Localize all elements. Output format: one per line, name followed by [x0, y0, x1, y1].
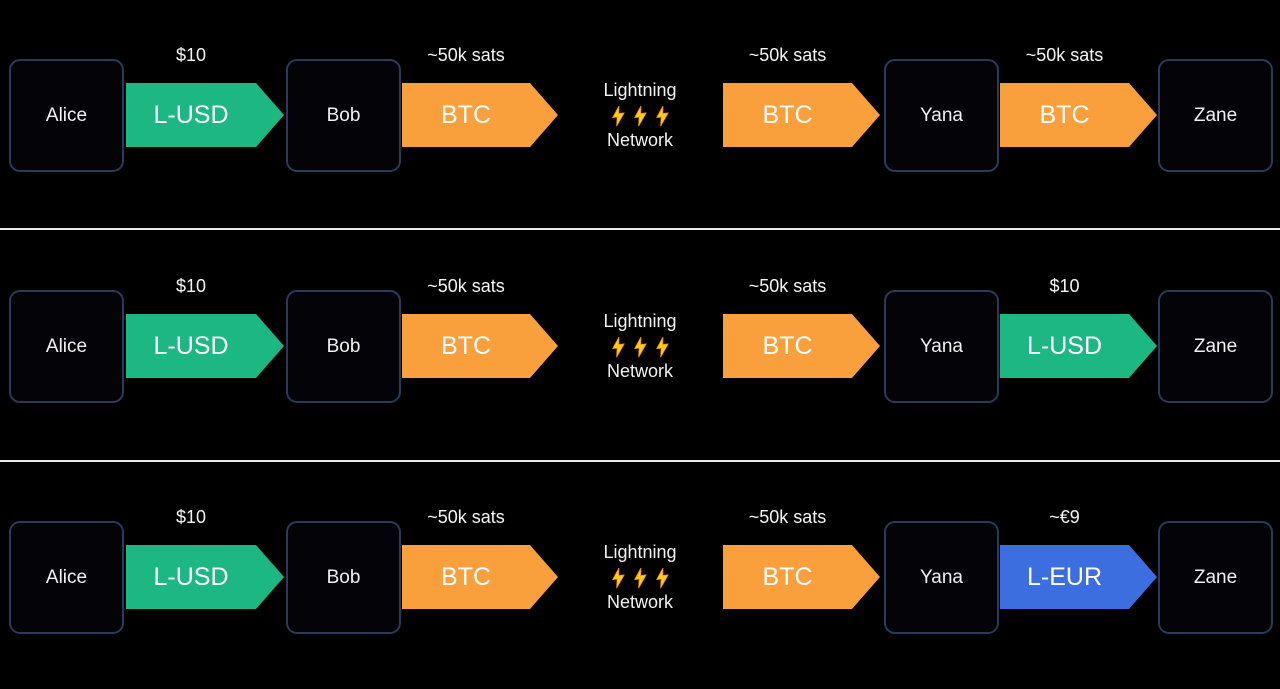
- hop-yana-zane: ~€9 L-EUR: [1000, 506, 1157, 609]
- lightning-bolt-icon: [633, 567, 647, 588]
- node-bob: Bob: [286, 59, 401, 172]
- lightning-bolt-icon: [611, 567, 625, 588]
- hub-label-top: Lightning: [603, 542, 677, 562]
- payment-arrow: L-USD: [126, 545, 284, 609]
- hub-label-bottom: Network: [606, 130, 673, 150]
- lightning-bolt-icon: [655, 336, 669, 357]
- hop-amount-label: $10: [175, 276, 207, 296]
- lightning-bolt-icon: [611, 336, 625, 357]
- payment-arrow: BTC: [723, 314, 880, 378]
- hop-amount-label: $10: [175, 507, 207, 527]
- hop-yana-zane: $10 L-USD: [1000, 275, 1157, 378]
- hop-asset-label: L-USD: [153, 100, 229, 129]
- hop-asset-label: L-EUR: [1026, 562, 1102, 591]
- hop-amount-label: ~50k sats: [427, 45, 505, 65]
- hop-asset-label: L-USD: [153, 331, 229, 360]
- payment-arrow: BTC: [723, 545, 880, 609]
- hop-amount-label: $10: [175, 45, 207, 65]
- lightning-bolt-icon: [655, 105, 669, 126]
- hop-alice-bob: $10 L-USD: [126, 275, 284, 378]
- hop-asset-label: L-USD: [1026, 331, 1102, 360]
- lightning-network-hub: Lightning Network: [565, 78, 715, 153]
- hop-amount-label: ~50k sats: [748, 45, 827, 65]
- node-yana: Yana: [884, 290, 999, 403]
- node-label: Zane: [1193, 566, 1238, 588]
- payment-flow-row-3: Alice $10 L-USD Bob ~50k sats BTC Lightn…: [0, 462, 1280, 689]
- payment-arrow: BTC: [402, 545, 558, 609]
- hop-yana-zane: ~50k sats BTC: [1000, 44, 1157, 147]
- node-label: Yana: [920, 566, 963, 588]
- hop-network-yana: ~50k sats BTC: [723, 506, 880, 609]
- node-bob: Bob: [286, 521, 401, 634]
- node-label: Zane: [1193, 104, 1238, 126]
- node-label: Alice: [45, 566, 88, 588]
- hop-asset-label: BTC: [762, 100, 813, 129]
- lightning-network-hub: Lightning Network: [565, 309, 715, 384]
- lightning-bolt-icon: [633, 336, 647, 357]
- node-label: Alice: [45, 335, 88, 357]
- node-alice: Alice: [9, 290, 124, 403]
- node-zane: Zane: [1158, 290, 1273, 403]
- hop-amount-label: ~50k sats: [427, 507, 505, 527]
- lightning-bolts: [565, 103, 715, 128]
- node-zane: Zane: [1158, 521, 1273, 634]
- node-label: Yana: [920, 104, 963, 126]
- payment-flow-row-2: Alice $10 L-USD Bob ~50k sats BTC Lightn…: [0, 231, 1280, 459]
- node-label: Bob: [326, 335, 361, 357]
- lightning-bolts: [565, 334, 715, 359]
- row-divider: [0, 460, 1280, 462]
- hop-asset-label: BTC: [441, 562, 491, 591]
- hop-asset-label: L-USD: [153, 562, 229, 591]
- lightning-bolt-icon: [633, 105, 647, 126]
- node-alice: Alice: [9, 59, 124, 172]
- payment-arrow: BTC: [402, 83, 558, 147]
- payment-arrow: L-USD: [126, 83, 284, 147]
- node-label: Alice: [45, 104, 88, 126]
- hop-amount-label: ~50k sats: [427, 276, 505, 296]
- payment-arrow: BTC: [402, 314, 558, 378]
- hop-amount-label: ~€9: [1049, 507, 1080, 527]
- hop-asset-label: BTC: [762, 562, 813, 591]
- hop-asset-label: BTC: [441, 100, 491, 129]
- hub-label-top: Lightning: [603, 80, 677, 100]
- hop-amount-label: ~50k sats: [1025, 45, 1104, 65]
- node-yana: Yana: [884, 521, 999, 634]
- hub-label-top: Lightning: [603, 311, 677, 331]
- hop-alice-bob: $10 L-USD: [126, 506, 284, 609]
- hop-bob-network: ~50k sats BTC: [402, 506, 558, 609]
- hop-network-yana: ~50k sats BTC: [723, 275, 880, 378]
- hub-label-bottom: Network: [606, 592, 673, 612]
- hop-amount-label: ~50k sats: [748, 507, 827, 527]
- node-alice: Alice: [9, 521, 124, 634]
- hub-label-bottom: Network: [606, 361, 673, 381]
- lightning-bolt-icon: [655, 567, 669, 588]
- lightning-network-hub: Lightning Network: [565, 540, 715, 615]
- node-label: Yana: [920, 335, 963, 357]
- hop-alice-bob: $10 L-USD: [126, 44, 284, 147]
- payment-arrow: BTC: [723, 83, 880, 147]
- node-label: Bob: [326, 104, 361, 126]
- node-label: Bob: [326, 566, 361, 588]
- hop-asset-label: BTC: [762, 331, 813, 360]
- payment-flow-row-1: Alice $10 L-USD Bob ~50k sats BTC Lightn…: [0, 0, 1280, 228]
- row-divider: [0, 228, 1280, 230]
- node-bob: Bob: [286, 290, 401, 403]
- node-yana: Yana: [884, 59, 999, 172]
- hop-network-yana: ~50k sats BTC: [723, 44, 880, 147]
- hop-asset-label: BTC: [1039, 100, 1090, 129]
- payment-arrow: L-EUR: [1000, 545, 1157, 609]
- hop-amount-label: ~50k sats: [748, 276, 827, 296]
- hop-asset-label: BTC: [441, 331, 491, 360]
- payment-arrow: L-USD: [126, 314, 284, 378]
- payment-arrow: L-USD: [1000, 314, 1157, 378]
- hop-bob-network: ~50k sats BTC: [402, 44, 558, 147]
- node-label: Zane: [1193, 335, 1238, 357]
- lightning-bolt-icon: [611, 105, 625, 126]
- node-zane: Zane: [1158, 59, 1273, 172]
- lightning-bolts: [565, 565, 715, 590]
- hop-bob-network: ~50k sats BTC: [402, 275, 558, 378]
- payment-arrow: BTC: [1000, 83, 1157, 147]
- hop-amount-label: $10: [1049, 276, 1080, 296]
